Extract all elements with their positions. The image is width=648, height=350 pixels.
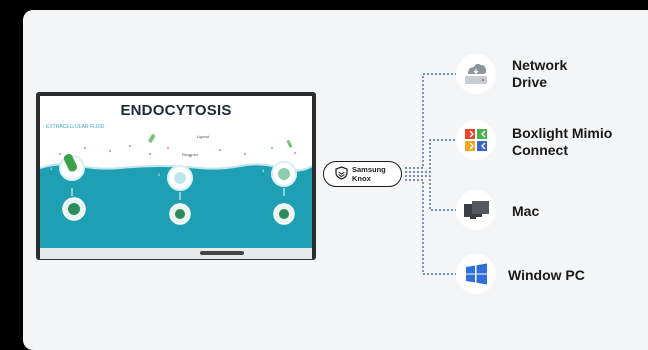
- mac-icon: [464, 201, 489, 219]
- boxlight-mimio-icon: [465, 129, 487, 151]
- ligand-label: Ligand: [197, 134, 210, 139]
- network-drive-tile: [456, 54, 496, 94]
- display-screen: 1 2 3 ENDOCYTOSIS EXTRACELLULAR FLUID Li…: [40, 96, 312, 248]
- network-drive-icon: [465, 63, 487, 84]
- boxlight-mimio-tile: [456, 120, 496, 160]
- mac-label: Mac: [512, 203, 540, 219]
- mac-tile: [456, 190, 496, 230]
- extracellular-label: EXTRACELLULAR FLUID: [46, 124, 105, 130]
- endocytosis-diagram: 1 2 3: [40, 134, 312, 248]
- display-toolbar: [200, 251, 244, 255]
- knox-shield-icon: [335, 166, 348, 180]
- display-bezel-bottom: [40, 248, 312, 259]
- receptor-label: Receptor: [182, 152, 199, 157]
- connector-lines: [405, 73, 456, 275]
- slide-title: ENDOCYTOSIS: [120, 102, 232, 119]
- windows-icon: [466, 263, 487, 285]
- knox-label: Samsung Knox: [352, 165, 386, 183]
- svg-text:1: 1: [50, 166, 53, 171]
- svg-text:2: 2: [158, 172, 161, 177]
- network-drive-label: Network Drive: [512, 57, 568, 90]
- boxlight-mimio-label: Boxlight Mimio Connect: [512, 125, 613, 158]
- svg-text:3: 3: [262, 168, 265, 173]
- windows-tile: [456, 254, 496, 294]
- windows-label: Window PC: [508, 267, 585, 283]
